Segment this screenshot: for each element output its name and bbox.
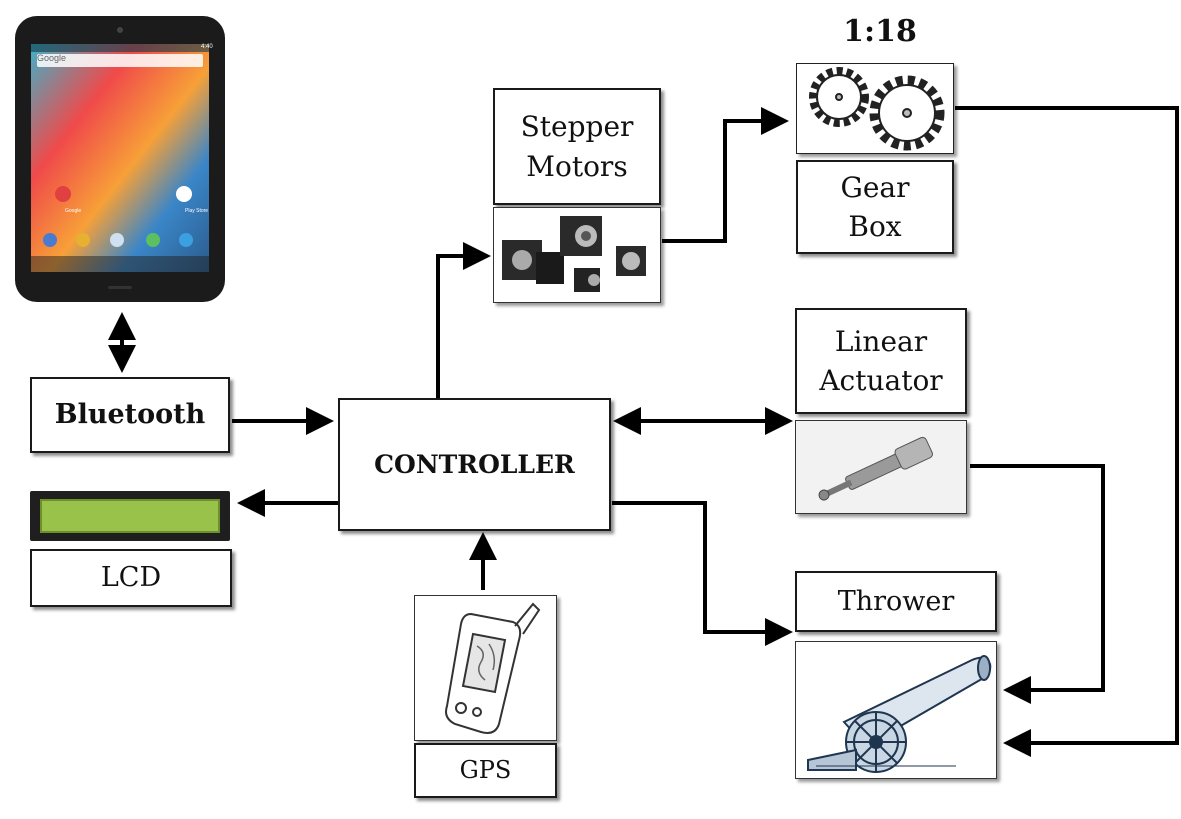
stepper-gearbox-arrow [662,107,789,243]
linear-actuator-image [795,420,967,514]
linear-actuator-label: Linear Actuator [819,324,943,397]
gps-label: GPS [459,755,512,784]
smartphone: Google 4:40 Google Play Store [13,14,227,304]
gps-device-image [414,595,557,741]
gps-block: GPS [414,743,557,798]
cannon-thrower-image [795,641,997,779]
phone-app-label-google: Google [65,208,82,214]
lcd-module-image [30,491,230,541]
gearbox-label: Gear Box [840,170,910,243]
thrower-label: Thrower [837,585,955,617]
stepper-motors-block: Stepper Motors [493,88,661,205]
phone-app-label-playstore: Play Store [185,208,209,214]
thrower-block: Thrower [795,571,997,632]
lcd-block: LCD [30,549,232,607]
gear-ratio-label: 1:18 [843,14,917,49]
gearbox-image [796,63,954,154]
controller-block: CONTROLLER [338,398,611,531]
controller-label: CONTROLLER [374,450,575,479]
smartphone-illustration [15,16,225,302]
actuator-thrower-arrow [970,464,1105,704]
stepper-motors-image [493,207,661,303]
phone-time: 4:40 [201,44,213,50]
linear-actuator-block: Linear Actuator [795,308,967,414]
controller-stepper-arrow [436,242,491,398]
stepper-motors-label: Stepper Motors [520,110,634,183]
lcd-label: LCD [100,562,162,594]
controller-thrower-arrow [612,501,793,646]
gearbox-thrower-arrow [955,106,1179,757]
bluetooth-label: Bluetooth [54,399,206,431]
gearbox-block: Gear Box [796,160,954,254]
bluetooth-block: Bluetooth [30,377,230,453]
phone-search-text: Google [37,53,67,63]
